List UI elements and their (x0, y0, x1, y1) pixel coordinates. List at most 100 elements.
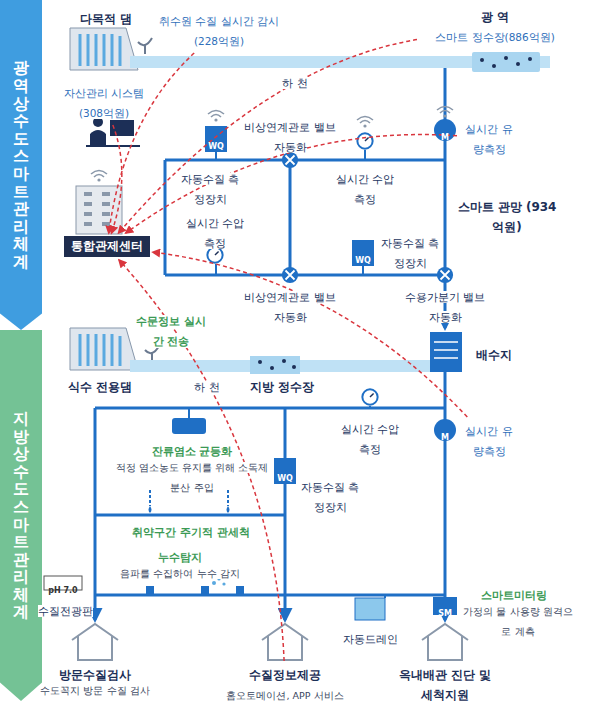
label-box: pH 7.0 (44, 578, 82, 598)
icon-text: M (441, 133, 449, 142)
station-group: 실시간 유량측정 (460, 118, 518, 158)
label-box: 실시간 수압측정 (183, 212, 247, 252)
text-line: 실시간 유량측정 (460, 420, 518, 460)
text-label: 누수탐지 (158, 551, 202, 564)
station-label: 자산관리 시스템(308억원) (64, 87, 144, 119)
band-title: 지방상수도 스마트관리체계 (13, 410, 29, 621)
label-box: 스마트 관망 (934억원) (455, 196, 559, 236)
dam (70, 28, 138, 370)
text-label: 지방 정수장 (250, 380, 314, 394)
station-label: 실시간 유량측정 (465, 123, 512, 155)
label-box: 다목적 댐 (70, 8, 142, 28)
label-box: 잔류염소 균등화 (114, 440, 270, 460)
label-box: 취약구간 주기적 관세척 (103, 521, 279, 541)
icon-text: WQ (208, 142, 224, 151)
label-box: SM (433, 601, 457, 621)
plant (472, 52, 540, 72)
label-box: 자동드레인 (328, 628, 412, 648)
label-box: M (434, 125, 456, 145)
text-label: 배수지 (476, 348, 512, 362)
label-box: 스마트미터링 (462, 584, 566, 604)
band-title: 광역상수도 스마트관리체계 (13, 59, 29, 270)
label-box: 배수지 (466, 344, 522, 364)
icon-text: WQ (277, 474, 293, 483)
text-line: 홈오토메이션, APP 서비스 (220, 684, 350, 701)
label-box: 자동수질 측정장치 (300, 476, 360, 516)
station-group: 광 역스마트 정수장(886억원) (420, 6, 570, 46)
operator-icon (86, 117, 140, 146)
label-box: 지방 정수장 (238, 376, 326, 396)
label-box: 누수탐지 (128, 546, 232, 566)
system-band: 광역상수도 스마트관리체계 (0, 0, 42, 330)
text-label: 수문정보 실시간 전송 (136, 315, 206, 348)
text-line: 실시간 유량측정 (460, 118, 518, 158)
label-box: WQ (205, 134, 227, 154)
text-label: 하 천 (194, 381, 219, 393)
icon-text: M (441, 433, 449, 442)
text-label: 잔류염소 균등화 (152, 445, 233, 458)
text-label: 취약구간 주기적 관세척 (132, 526, 250, 539)
system-band: 지방상수도 스마트관리체계 (0, 330, 42, 701)
label-box: 방문수질검사 (38, 664, 152, 684)
filter-dots (480, 56, 532, 68)
text-label: 하 천 (282, 77, 307, 89)
station-group: 실시간 유량측정 (460, 420, 518, 460)
station-label: 스마트 정수장(886억원) (435, 31, 555, 43)
sensors (44, 107, 468, 661)
label-box: 수용가분기 밸브 자동화 (398, 286, 492, 326)
label-box: 가정의 물 사용량 원격으로 계측 (462, 600, 574, 640)
station-group: 수질정보제공홈오토메이션, APP 서비스 (220, 664, 350, 701)
text-label: 방문수질검사 (59, 668, 131, 682)
text-label: 실시간 수압측정 (336, 173, 394, 205)
text-label: 비상연계관로 밸브 자동화 (244, 121, 335, 153)
label-box: 실시간 수압측정 (333, 168, 397, 208)
label-box: 식수 전용댐 (60, 376, 140, 396)
building (76, 171, 122, 235)
label-box: 음파를 수집하여 누수 감지 (96, 562, 264, 582)
label-box: 수도꼭지 방문 수질 검사 (28, 679, 162, 699)
label-box: 비상연계관로 밸브 자동화 (240, 286, 340, 326)
data-flow-arrow (119, 260, 284, 661)
text-label: 비상연계관로 밸브 자동화 (244, 291, 335, 323)
station-label: 실시간 유량측정 (465, 425, 512, 457)
data-flow-arrow (153, 252, 467, 417)
text-label: 자동드레인 (343, 633, 398, 645)
label-box: 비상연계관로 밸브 자동화 (240, 116, 340, 156)
label-box: 옥내배관 진단 및 세척지원 (392, 664, 498, 701)
label-box: 실시간 수압측정 (338, 418, 402, 458)
text-label: 실시간 수압측정 (186, 217, 244, 249)
text-label: 가정의 물 사용량 원격으로 계측 (463, 606, 572, 637)
label-box: M (434, 425, 456, 445)
text-label: 스마트 관망 (934억원) (458, 200, 557, 234)
label-box: 자동수질 측정장치 (176, 168, 244, 208)
label-box: WQ (352, 248, 374, 268)
station-group: 자산관리 시스템(308억원) (56, 82, 152, 122)
station-label: 취수원 수질 실시간 감시 (228억원) (159, 15, 279, 47)
label-box: 하 천 (270, 72, 320, 92)
label-box: 수문정보 실시간 전송 (132, 310, 210, 350)
label-box: 자동수질 측정장치 (380, 232, 440, 272)
text-label: 적정 염소농도 유지를 위해 소독제 분산 주입 (116, 462, 268, 493)
text-label: 수질전광판 (38, 605, 93, 617)
text-label: 다목적 댐 (80, 12, 132, 26)
label-box: 적정 염소농도 유지를 위해 소독제 분산 주입 (110, 456, 274, 496)
icon-text: SM (438, 609, 452, 618)
text-label: 식수 전용댐 (68, 380, 132, 394)
text-label: 스마트미터링 (481, 589, 547, 602)
station-label: 광 역 (481, 10, 509, 24)
text-line: 자산관리 시스템(308억원) (56, 82, 152, 122)
icon-text: WQ (355, 256, 371, 265)
text-line: 취수원 수질 실시간 감시 (228억원) (158, 10, 280, 50)
station-label: 홈오토메이션, APP 서비스 (226, 690, 343, 701)
text-label: 자동수질 측정장치 (301, 481, 359, 513)
text-label: 자동수질 측정장치 (181, 173, 239, 205)
text-label: 자동수질 측정장치 (381, 237, 439, 269)
text-label: 실시간 수압측정 (341, 423, 399, 455)
label-box: WQ (274, 466, 296, 486)
label-box: 수질전광판 (36, 600, 94, 620)
data-flow-arrow (109, 53, 194, 233)
station-label: 수질정보제공 (249, 668, 321, 682)
station-group: 취수원 수질 실시간 감시 (228억원) (158, 10, 280, 50)
text-label: 음파를 수집하여 누수 감지 (120, 568, 239, 579)
text-label: 옥내배관 진단 및 세척지원 (399, 668, 491, 701)
